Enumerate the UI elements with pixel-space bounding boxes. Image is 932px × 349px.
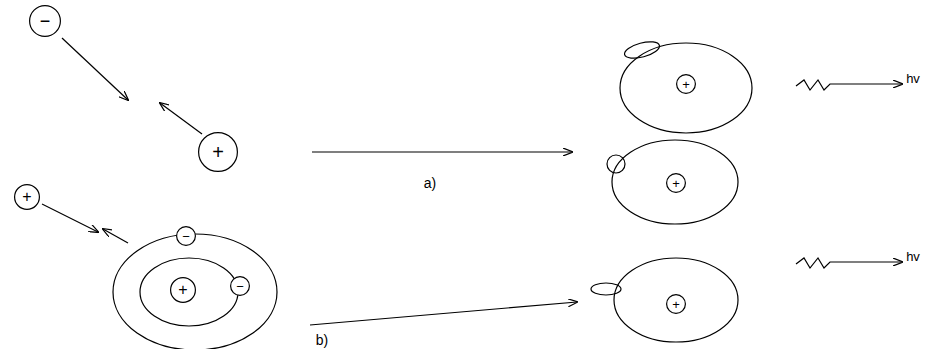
nucleus: + bbox=[676, 74, 696, 94]
photon-wave bbox=[796, 258, 902, 268]
inner-orbit bbox=[140, 258, 238, 326]
circle-outline bbox=[199, 133, 238, 172]
circle-outline bbox=[15, 185, 40, 210]
electron bbox=[623, 39, 661, 62]
outer-orbit bbox=[113, 234, 277, 349]
electron: − bbox=[29, 5, 61, 37]
circle-outline bbox=[231, 277, 250, 296]
electron: − bbox=[176, 226, 196, 246]
electron: − bbox=[230, 276, 250, 296]
circle-outline bbox=[30, 6, 61, 37]
charge-sign: + bbox=[212, 142, 224, 162]
charge-sign: + bbox=[682, 78, 690, 91]
positive-ion: + bbox=[198, 132, 238, 172]
charge-sign: + bbox=[22, 189, 31, 205]
motion-arrow bbox=[62, 38, 128, 100]
nucleus: + bbox=[666, 173, 686, 193]
circle-outline bbox=[177, 227, 196, 246]
charge-sign: + bbox=[672, 298, 680, 311]
charge-sign: + bbox=[178, 282, 187, 298]
process-arrow bbox=[312, 151, 572, 152]
electron bbox=[591, 283, 621, 295]
orbit bbox=[614, 258, 738, 342]
nucleus: + bbox=[666, 294, 686, 314]
electron bbox=[607, 155, 625, 173]
circle-outline bbox=[677, 75, 696, 94]
motion-arrow bbox=[42, 204, 98, 232]
photon-label: hv bbox=[906, 72, 920, 85]
charge-sign: + bbox=[672, 177, 680, 190]
orbit bbox=[620, 43, 752, 133]
process-arrow bbox=[310, 302, 577, 325]
case-label: a) bbox=[424, 176, 436, 190]
motion-arrow bbox=[103, 229, 128, 243]
orbit bbox=[612, 140, 738, 224]
charge-sign: − bbox=[236, 280, 244, 293]
case-label: b) bbox=[316, 333, 328, 347]
motion-arrow bbox=[160, 103, 202, 134]
photon-label: hv bbox=[906, 250, 920, 263]
photon-wave bbox=[796, 80, 902, 90]
circle-outline bbox=[667, 295, 686, 314]
charge-sign: − bbox=[40, 12, 51, 30]
positive-ion: + bbox=[14, 184, 40, 210]
circle-outline bbox=[171, 278, 196, 303]
circle-outline bbox=[667, 174, 686, 193]
charge-sign: − bbox=[182, 230, 190, 243]
nucleus: + bbox=[170, 277, 196, 303]
